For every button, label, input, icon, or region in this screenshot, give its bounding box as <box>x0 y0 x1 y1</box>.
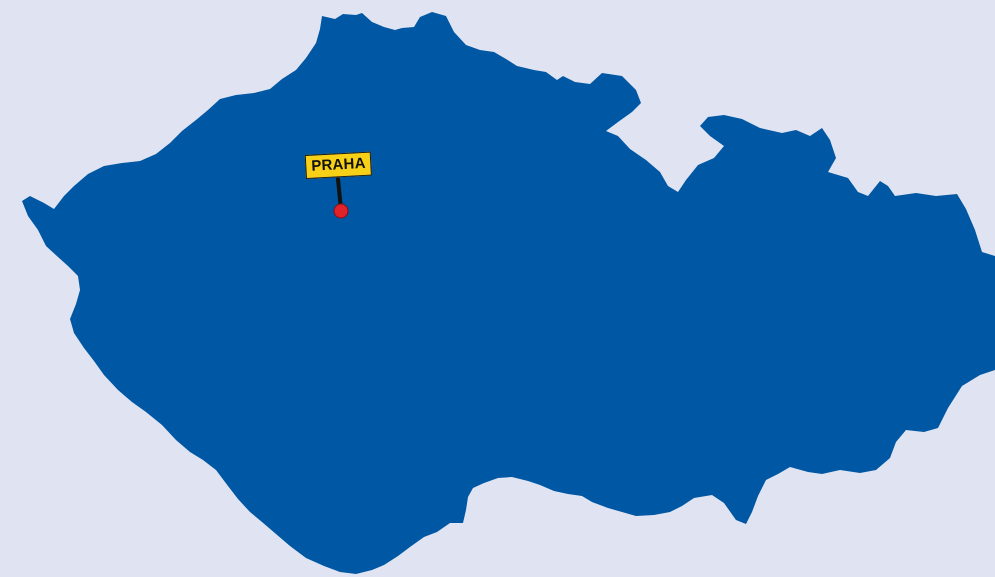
capital-marker[interactable] <box>333 203 349 219</box>
capital-label[interactable]: PRAHA <box>304 151 373 179</box>
country-shape <box>22 12 995 574</box>
